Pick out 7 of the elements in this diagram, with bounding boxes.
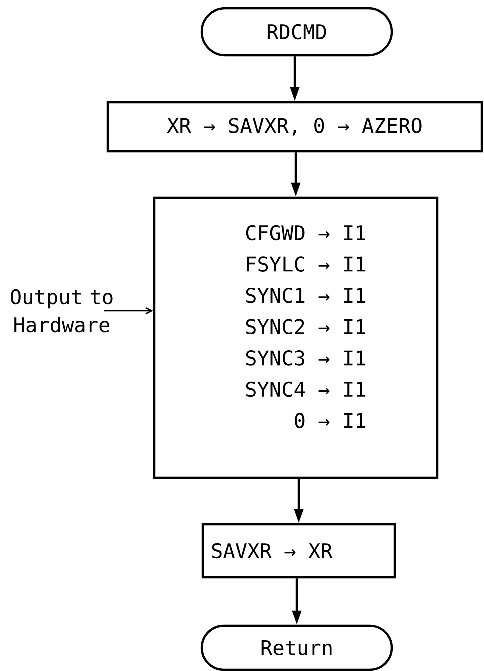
process-box: CFGWD → I1 FSYLC → I1 SYNC1 → I1 SYNC2 → I1 SYNC3 → I1 SYNC4 → I1 0 → I1: [153, 196, 439, 480]
annotation-text: Output to Hardware: [11, 289, 113, 333]
arrow: [104, 307, 154, 315]
terminal: Return: [200, 624, 394, 671]
process-box: SAVXR → XR: [202, 523, 396, 579]
terminal: RDCMD: [200, 7, 394, 57]
process-box: XR → SAVXR, 0 → AZERO: [106, 101, 484, 153]
